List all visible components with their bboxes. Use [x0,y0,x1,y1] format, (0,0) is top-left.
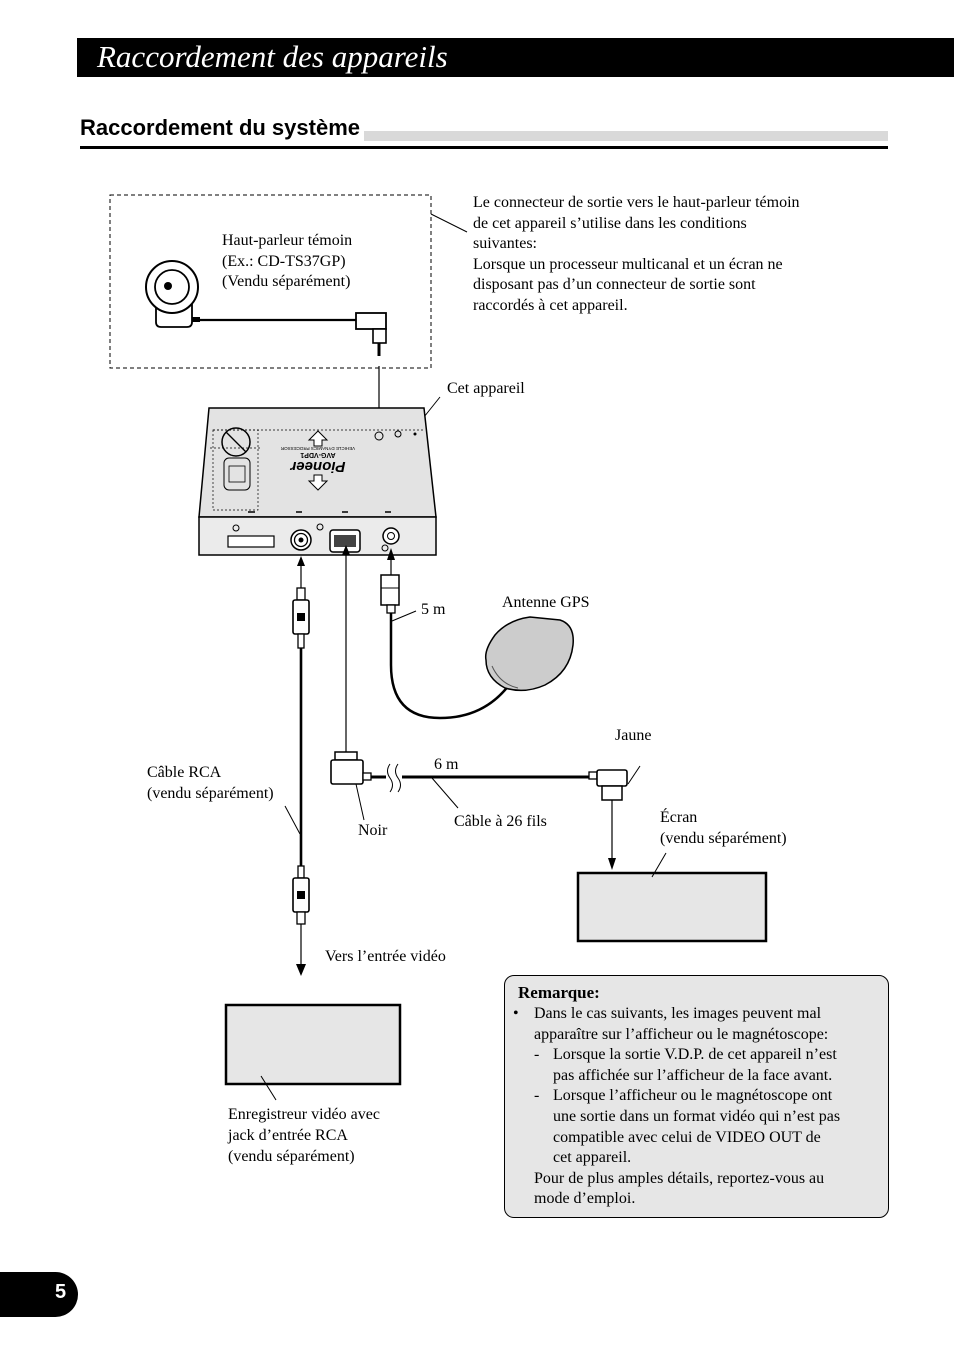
speaker-dashed-box [109,194,432,369]
cable-26-label: Câble à 26 fils [454,813,547,830]
screen-device [576,871,768,943]
recorder-label: Enregistreur vidéo avec [228,1106,380,1123]
speaker-note-line: de cet appareil s’utilise dans les condi… [473,214,747,232]
note-bullet: • [513,1005,519,1022]
cable-length-label: 6 m [434,756,459,773]
speaker-model-label: (Ex.: CD-TS37GP) [222,252,346,270]
wire-cable-26 [330,545,628,870]
speaker-icon [145,260,200,328]
section-bar [80,131,888,141]
video-in-label: Vers l’entrée vidéo [325,948,446,965]
speaker-label: Haut-parleur témoin [222,232,353,249]
note-outro-line: Pour de plus amples détails, reportez-vo… [534,1169,825,1187]
note-intro-line: Dans le cas suivants, les images peuvent… [534,1005,822,1022]
rca-cable [292,556,310,976]
section-rule [80,146,888,149]
speaker-note-line: raccordés à cet appareil. [473,296,628,314]
device-desc: VEHICLE DYNAMICS PROCESSOR [280,446,355,451]
note-dash: - [534,1087,540,1105]
speaker-note-leader [430,213,468,233]
note-box: Remarque: • Dans le cas suivants, les im… [504,975,889,1218]
gps-antenna-label: Antenne GPS [502,594,590,611]
note-item1-line: Lorsque la sortie V.D.P. de cet appareil… [553,1046,837,1064]
speaker-plug [355,312,387,356]
rca-cable-label: Câble RCA [147,764,222,781]
recorder-jack-label: jack d’entrée RCA [228,1127,348,1144]
video-recorder-device [224,1003,402,1086]
speaker-note-line: suivantes: [473,235,537,252]
note-item2-line: compatible avec celui de VIDEO OUT de [553,1128,821,1146]
screen-label: Écran [660,809,698,826]
yellow-label: Jaune [615,727,652,744]
note-item2-line: cet appareil. [553,1149,632,1167]
speaker-note-line: Le connecteur de sortie vers le haut-par… [473,194,800,211]
screen-sold-label: (vendu séparément) [660,830,787,847]
page-number: 5 [55,1281,67,1303]
rca-cable-sold-label: (vendu séparément) [147,785,274,802]
note-intro-line: apparaître sur l’afficheur ou le magnéto… [534,1025,829,1043]
gps-antenna-icon [484,616,574,692]
device-brand-logo: Pioneer [289,458,345,475]
device-model: AVG-VDP1 [300,451,335,458]
speaker-note-line: disposant pas d’un connecteur de sortie … [473,276,756,293]
unit-label: Cet appareil [447,380,525,397]
chapter-banner: Raccordement des appareils [77,38,954,77]
chapter-title: Raccordement des appareils [97,39,448,74]
note-item2-line: une sortie dans un format vidéo qui n’es… [553,1108,841,1125]
note-dash: - [534,1046,540,1064]
recorder-sold-label: (vendu séparément) [228,1148,355,1165]
section-title: Raccordement du système [80,114,364,142]
note-item2-line: Lorsque l’afficheur ou le magnétoscope o… [553,1087,833,1105]
device-unit: Pioneer AVG-VDP1 VEHICLE DYNAMICS PROCES… [198,407,437,556]
speaker-sold-label: (Vendu séparément) [222,273,351,290]
gps-cable [380,548,516,720]
note-title: Remarque: [518,983,600,1002]
note-item1-line: pas affichée sur l’afficheur de la face … [553,1066,833,1084]
black-label: Noir [358,822,388,839]
gps-length-label: 5 m [421,601,446,618]
page-number-tab: 5 [0,1272,78,1317]
note-outro-line: mode d’emploi. [534,1190,636,1208]
speaker-note-line: Lorsque un processeur multicanal et un é… [473,255,783,273]
